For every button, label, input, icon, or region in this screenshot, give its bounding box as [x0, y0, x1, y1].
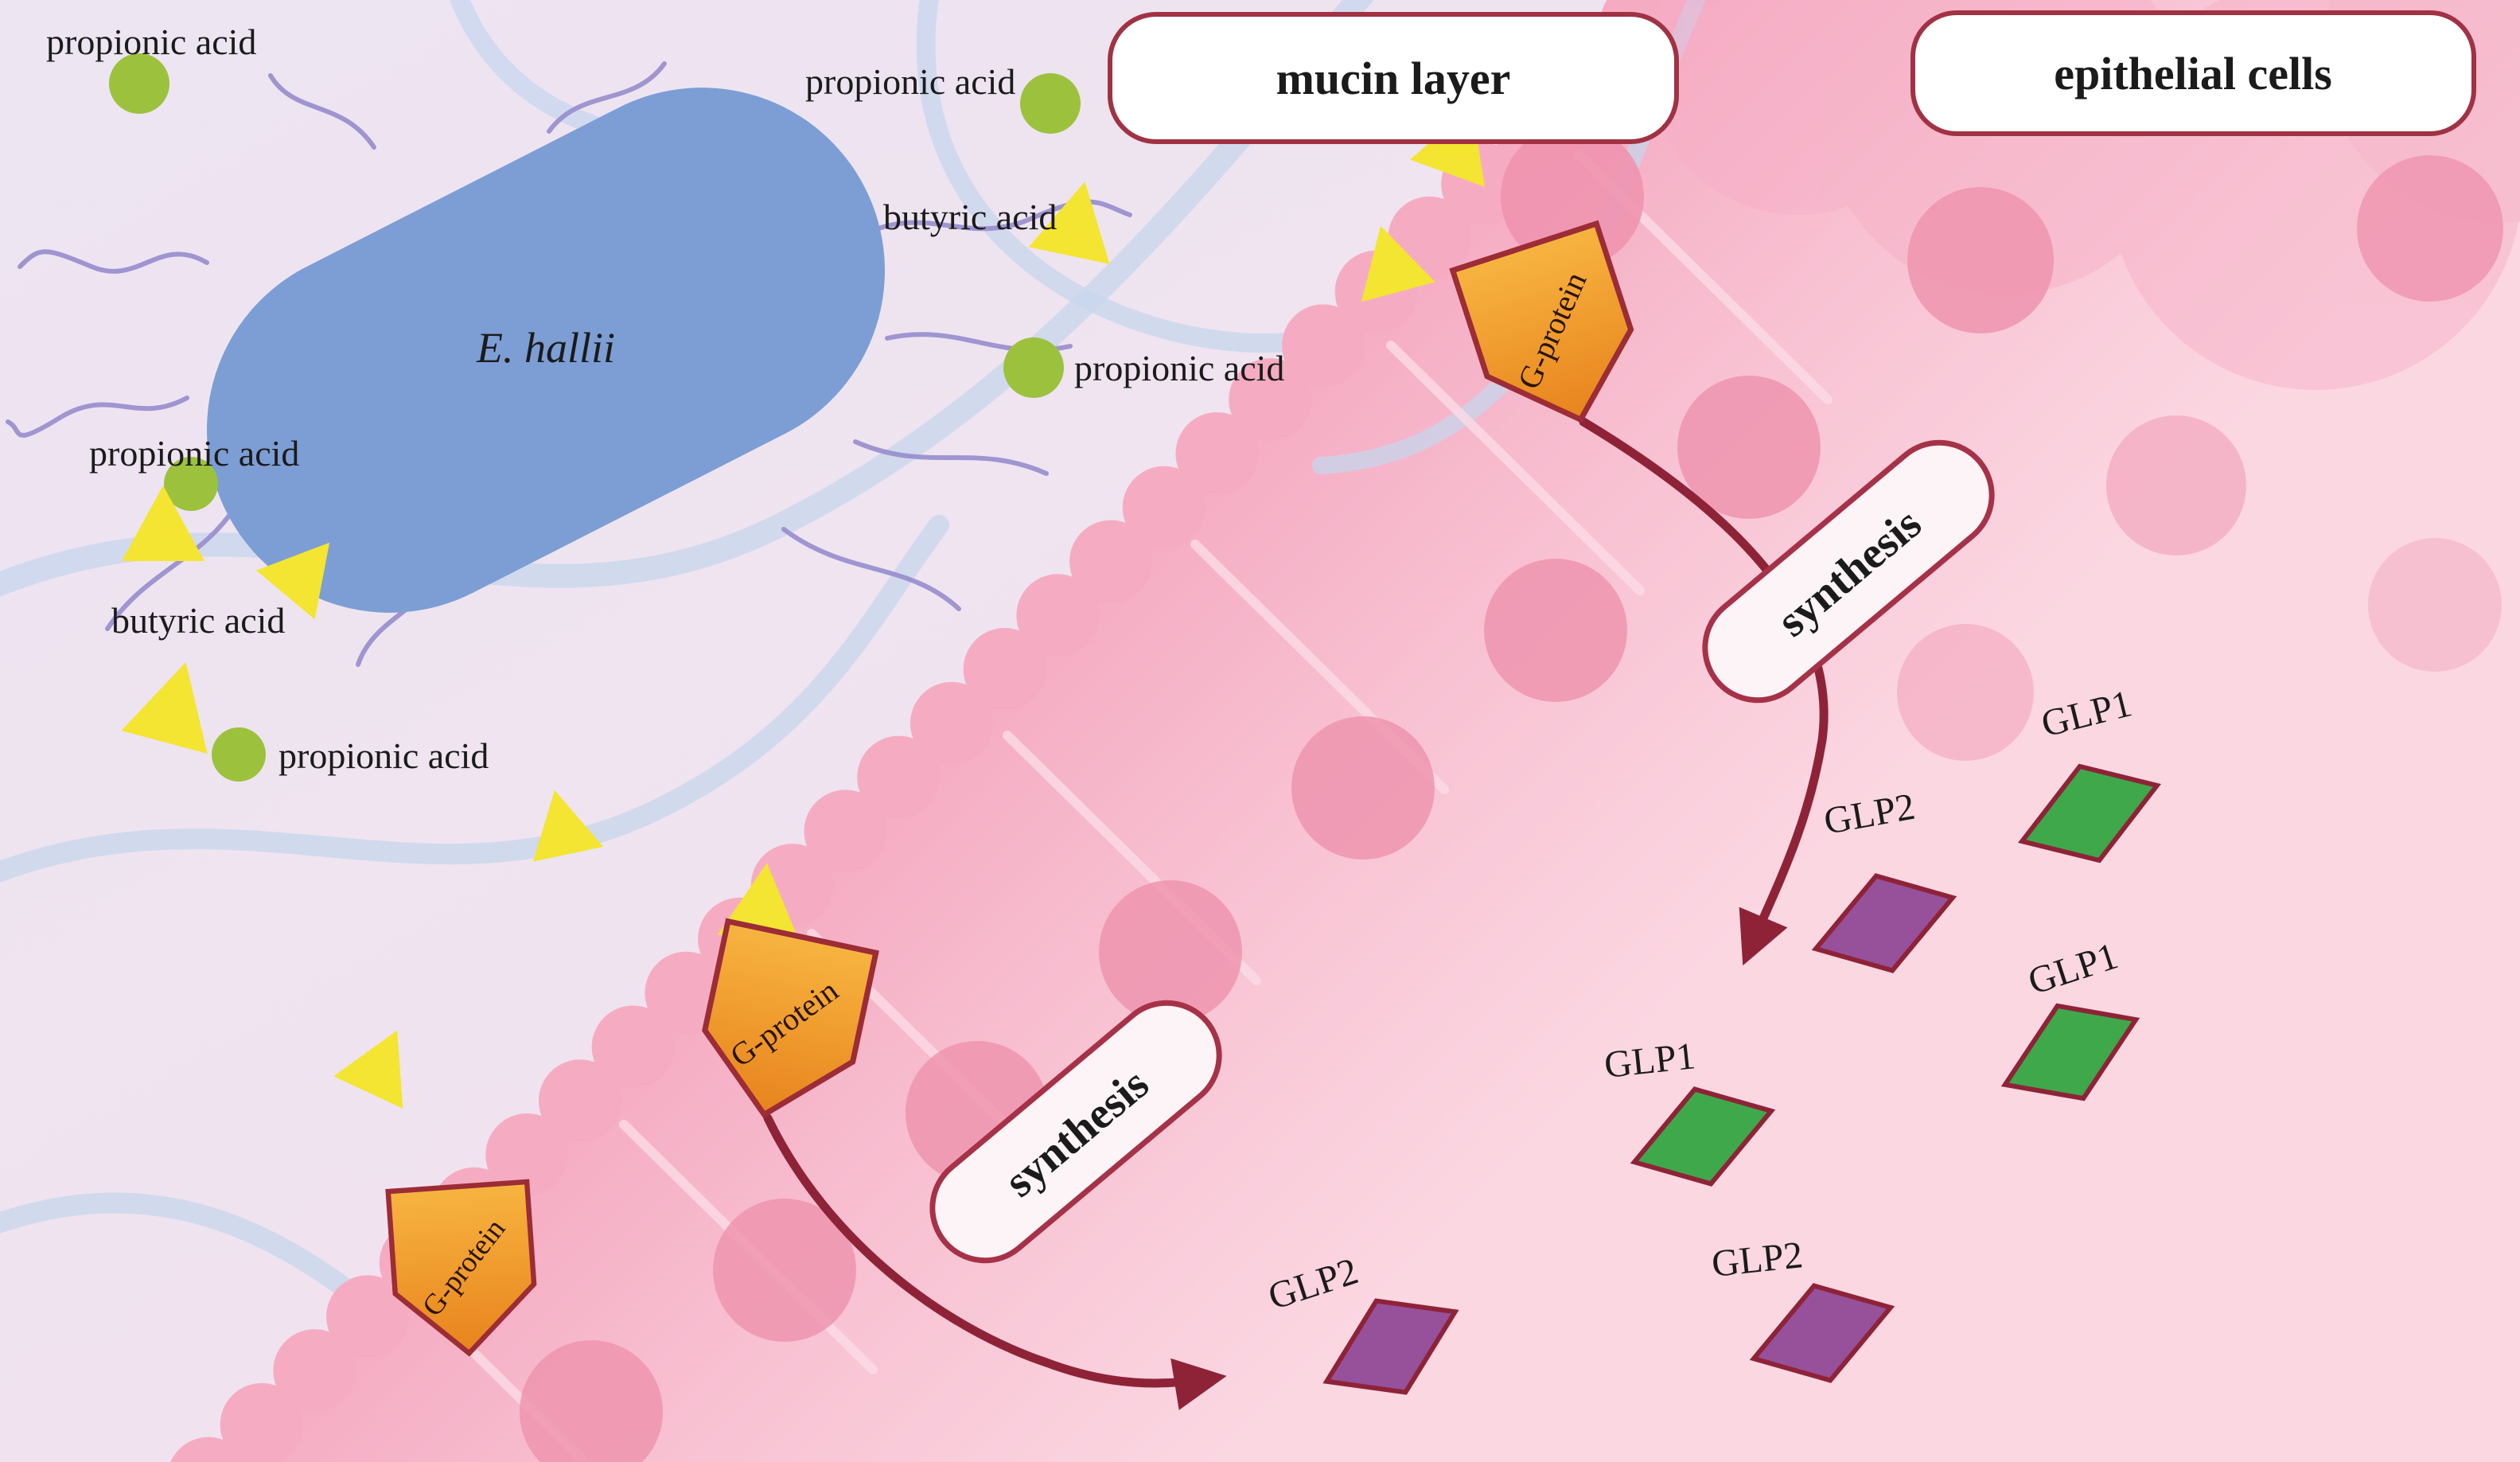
butyric-acid-molecule: butyric acid [111, 485, 330, 754]
propionic-acid-molecule: propionic acid [805, 61, 1081, 134]
glp2-molecule: GLP2 [1710, 1234, 1895, 1383]
propionic-acid-molecule: propionic acid [212, 727, 489, 782]
cell-nucleus [2357, 155, 2503, 302]
glp2-shape [1749, 1283, 1895, 1383]
propionic-acid-molecule: propionic acid [1003, 337, 1284, 398]
butyric-acid-triangle [122, 485, 204, 561]
mucin-strand [0, 0, 1374, 598]
glp1-molecule: GLP1 [1603, 1035, 1776, 1187]
synthesis-capsule-body [929, 1000, 1222, 1264]
bacterium-e-hallii: E. hallii [6, 61, 1132, 667]
g-protein-pentagon [702, 918, 879, 1119]
mucin-layer-label: mucin layer [1276, 53, 1511, 104]
propionic-acid-circle [1003, 337, 1064, 398]
glp2-shape [1811, 873, 1957, 973]
g-protein-receptor: G-protein [702, 918, 879, 1119]
flagellum [18, 249, 209, 274]
flagellum [853, 439, 1049, 476]
epithelial-cells-box [1910, 10, 2476, 136]
butyric-acid-triangle [1028, 181, 1110, 264]
glp2-shape [1322, 1298, 1459, 1395]
cell-nucleus [1099, 880, 1242, 1023]
synthesis-capsule-body [1702, 439, 1995, 704]
propionic-acid-molecule: propionic acid [46, 21, 256, 114]
synthesis-arrows [763, 417, 1829, 1410]
butyric-acid-triangle [533, 790, 604, 862]
flagellum [861, 199, 1132, 237]
synthesis-capsule: synthesis [929, 1000, 1222, 1264]
butyric-acid-triangle [333, 1030, 403, 1109]
bacterium-label: E. hallii [476, 324, 615, 372]
propionic-acid-molecule: propionic acid [89, 433, 299, 511]
cell-nucleus [2106, 415, 2246, 556]
glp1-shape [1630, 1086, 1776, 1187]
glp1-label: GLP1 [1603, 1035, 1698, 1086]
flagellum [781, 527, 961, 611]
butyric-acid-triangle [1361, 225, 1435, 302]
butyric-acid-triangle [256, 542, 330, 620]
cell-body [1647, 0, 1949, 215]
flagellum [268, 73, 376, 150]
propionic-acid-label: propionic acid [89, 433, 299, 474]
flagellum [6, 396, 189, 438]
cell-nucleus [520, 1340, 663, 1462]
cell-nucleus [1907, 187, 2054, 333]
epithelial-cells-label: epithelial cells [2054, 48, 2332, 99]
propionic-acid-label: propionic acid [278, 735, 489, 776]
synthesis-arrow [1579, 417, 1829, 966]
cell-nucleus [1897, 624, 2034, 761]
cell-nucleus [2368, 538, 2502, 672]
mucin-layer-label-box: mucin layer [1108, 12, 1679, 144]
flagellum [547, 61, 667, 134]
cell-nucleus [1291, 716, 1435, 860]
propionic-acid-label: propionic acid [1074, 348, 1284, 388]
cell-nucleus [1501, 125, 1644, 268]
flagellum [105, 499, 241, 631]
g-protein-pentagon [1449, 220, 1634, 423]
cell-divider [1386, 341, 1645, 595]
bacterium-body [206, 88, 886, 613]
synthesis-arrow [763, 1113, 1227, 1410]
g-protein-receptor: G-protein [385, 1179, 537, 1357]
propionic-acid-circle [164, 457, 218, 511]
cell-nucleus [713, 1199, 856, 1342]
propionic-acid-circle [109, 53, 169, 114]
cell-nucleus [1484, 559, 1627, 702]
g-protein-receptor: G-protein [1449, 220, 1634, 423]
glp1-shape [2018, 763, 2161, 864]
butyric-acid-label: butyric acid [883, 197, 1057, 237]
propionic-acid-label: propionic acid [805, 61, 1015, 102]
glp1-shape [2000, 1003, 2140, 1101]
cell-nucleus [1677, 376, 1821, 519]
propionic-acid-circle [212, 727, 266, 782]
butyric-acid-molecule: butyric acid [883, 181, 1110, 264]
propionic-acid-label: propionic acid [46, 21, 256, 62]
flagella [6, 61, 1132, 667]
mucin-layer-box [1108, 12, 1679, 144]
propionic-acid-circle [1020, 73, 1081, 134]
epithelial-cells-label-box: epithelial cells [1910, 10, 2476, 136]
g-protein-pentagon [385, 1179, 537, 1357]
butyric-acid-triangle [121, 662, 208, 754]
glp2-label: GLP2 [1710, 1234, 1805, 1285]
butyric-acid-label: butyric acid [111, 600, 285, 641]
